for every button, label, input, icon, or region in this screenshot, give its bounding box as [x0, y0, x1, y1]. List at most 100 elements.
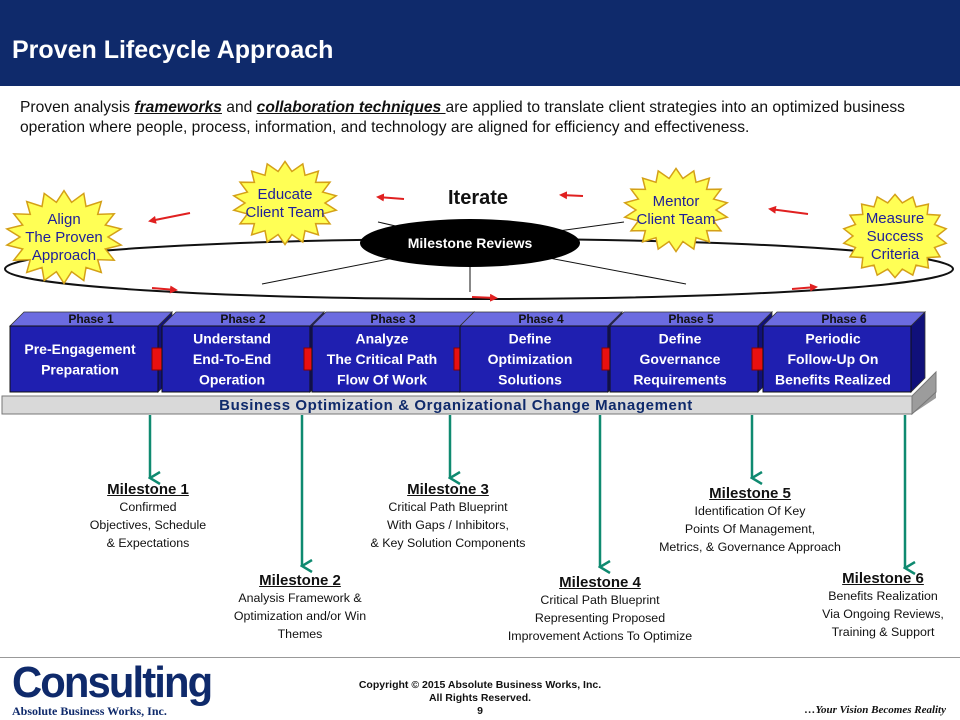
milestone-description: Benefits Realization Via Ongoing Reviews…	[822, 589, 944, 639]
star-label: Success	[867, 228, 924, 245]
milestone-3: Milestone 3 Critical Path Blueprint With…	[350, 481, 546, 552]
phase-text: Follow-Up On	[788, 351, 879, 367]
phase-text: Understand	[193, 331, 271, 347]
milestone-connectors	[150, 415, 905, 568]
starburst-icon	[231, 160, 339, 246]
phase-text: Solutions	[498, 372, 562, 388]
milestone-title: Milestone 1	[107, 481, 189, 498]
phase-text: Flow Of Work	[337, 372, 427, 388]
phase-text: Define	[509, 331, 552, 347]
cycle-arrow-icon	[559, 191, 584, 200]
starburst-icon	[4, 189, 124, 285]
tagline: …Your Vision Becomes Reality	[804, 704, 946, 716]
phase-text: Requirements	[633, 372, 727, 388]
phase-text: Pre-Engagement	[24, 341, 136, 357]
cycle-arrow-icon	[151, 285, 178, 294]
title-bar: Proven Lifecycle Approach	[0, 0, 960, 86]
phase-label: Phase 5	[668, 312, 714, 326]
milestone-description: Identification Of Key Points Of Manageme…	[659, 504, 841, 554]
page-number: 9	[477, 705, 483, 717]
phase-text: Governance	[640, 351, 721, 367]
milestone-title: Milestone 5	[709, 485, 791, 502]
phase-text: Analyze	[356, 331, 409, 347]
phase-text: Define	[659, 331, 702, 347]
star-label: Approach	[32, 247, 96, 264]
phase-label: Phase 2	[220, 312, 266, 326]
phase-text: Benefits Realized	[775, 372, 891, 388]
phase-box	[609, 325, 759, 393]
phase-box	[311, 325, 461, 393]
star-label: Mentor	[653, 193, 700, 210]
milestone-description: Analysis Framework & Optimization and/or…	[233, 591, 367, 641]
phase-box	[9, 325, 159, 393]
iterate-label: Iterate	[448, 187, 508, 209]
phase-label: Phase 6	[821, 312, 867, 326]
milestone-reviews-label: Milestone Reviews	[408, 235, 533, 251]
intro-emphasis-frameworks: frameworks	[134, 99, 222, 116]
phase-label: Phase 3	[370, 312, 416, 326]
phase-text: Operation	[199, 372, 265, 388]
phase-box	[161, 325, 311, 393]
company-logo: Consulting Absolute Business Works, Inc.	[12, 658, 213, 718]
copyright-line-1: Copyright © 2015 Absolute Business Works…	[358, 679, 602, 691]
milestone-description: Confirmed Objectives, Schedule & Expecta…	[89, 500, 207, 550]
cycle-arrow-icon	[148, 212, 191, 224]
phase-label: Phase 1	[68, 312, 114, 326]
copyright: Copyright © 2015 Absolute Business Works…	[300, 679, 660, 718]
milestone-title: Milestone 2	[259, 572, 341, 589]
star-label: Criteria	[871, 246, 920, 263]
milestone-6: Milestone 6 Benefits Realization Via Ong…	[808, 570, 958, 641]
intro-text: Proven analysis frameworks and collabora…	[20, 98, 950, 138]
star-label: Measure	[866, 210, 924, 227]
page-title: Proven Lifecycle Approach	[12, 36, 334, 64]
phase-text: Preparation	[41, 361, 119, 377]
milestone-description: Critical Path Blueprint With Gaps / Inhi…	[370, 500, 526, 550]
phase-box	[762, 325, 912, 393]
intro-emphasis-collaboration: collaboration techniques	[256, 99, 446, 116]
star-label: Educate	[257, 186, 312, 203]
star-label: Client Team	[246, 204, 325, 221]
star-label: Align	[47, 211, 80, 228]
cycle-arrow-icon	[376, 193, 405, 202]
phase-text: Optimization	[488, 351, 573, 367]
starburst-icon	[842, 193, 948, 279]
phase-text: Periodic	[805, 331, 860, 347]
star-label: Client Team	[637, 211, 716, 228]
logo-company-name: Absolute Business Works, Inc.	[12, 704, 167, 718]
star-label: The Proven	[25, 229, 103, 246]
phase-label: Phase 4	[518, 312, 564, 326]
intro-part-2: and	[221, 99, 257, 116]
cycle-arrow-icon	[791, 283, 818, 292]
milestone-4: Milestone 4 Critical Path Blueprint Repr…	[490, 574, 710, 645]
intro-part-1: Proven analysis	[20, 99, 135, 116]
milestone-description: Critical Path Blueprint Representing Pro…	[507, 593, 693, 643]
milestone-title: Milestone 4	[559, 574, 641, 591]
phase-side-face	[910, 311, 926, 393]
milestone-title: Milestone 6	[842, 570, 924, 587]
copyright-line-2: All Rights Reserved.	[428, 692, 532, 704]
phase-box	[459, 325, 609, 393]
milestone-title: Milestone 3	[407, 481, 489, 498]
milestone-reviews-ellipse	[360, 219, 580, 267]
logo-wordmark: Consulting	[12, 658, 213, 707]
milestone-1: Milestone 1 Confirmed Objectives, Schedu…	[78, 481, 218, 552]
base-bar-label: Business Optimization & Organizational C…	[219, 397, 693, 414]
cycle-arrow-icon	[768, 205, 809, 215]
milestone-5: Milestone 5 Identification Of Key Points…	[640, 485, 860, 556]
base-bar: Business Optimization & Organizational C…	[1, 370, 937, 416]
intro-part-3: are applied to translate client strategi…	[20, 99, 905, 136]
cycle-arrow-icon	[471, 293, 498, 302]
